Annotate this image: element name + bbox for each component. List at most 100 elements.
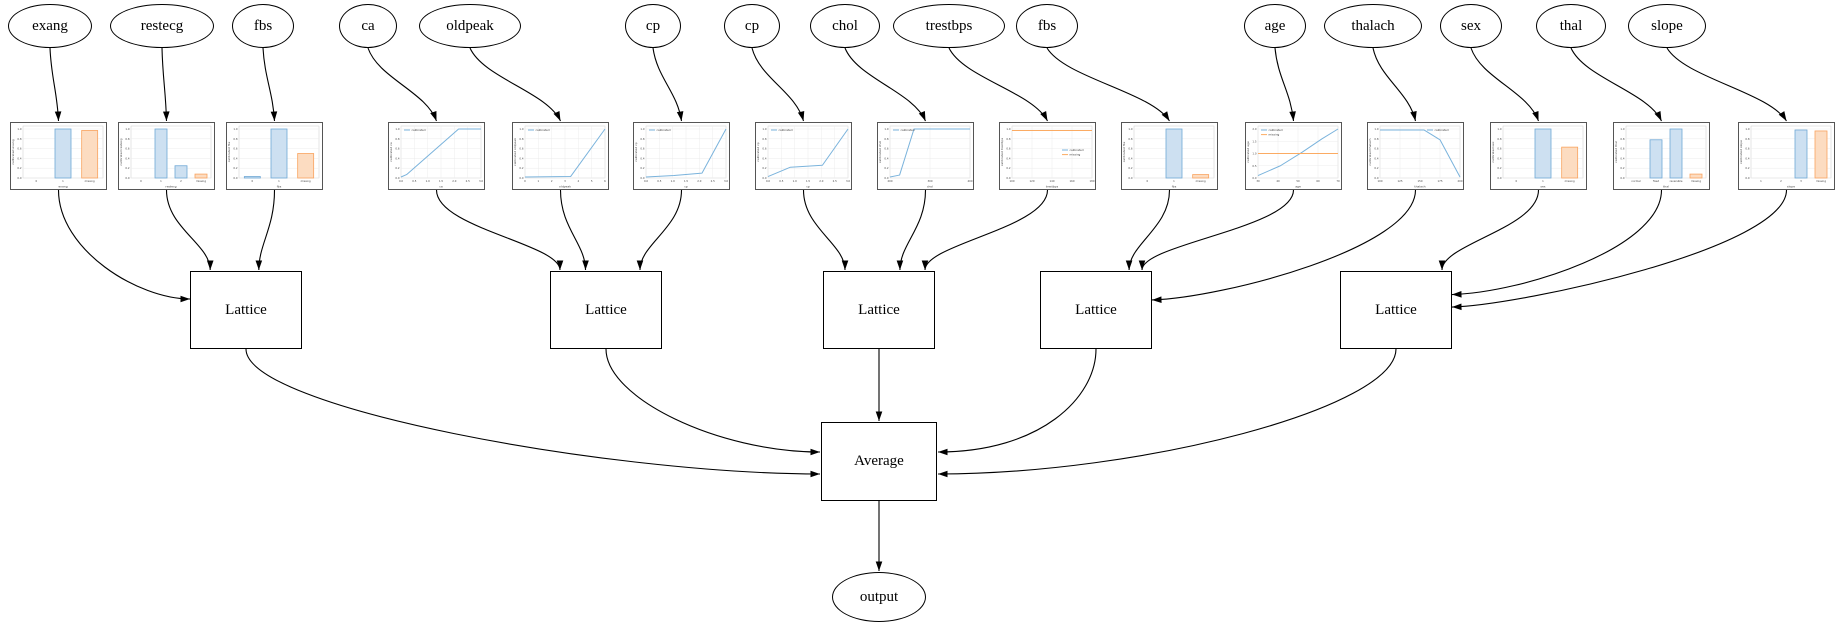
svg-text:0.8: 0.8 [519, 137, 523, 141]
svg-text:140: 140 [1050, 179, 1055, 183]
edge [559, 189, 587, 271]
feature-node-fbs-2: fbs [1016, 4, 1078, 48]
svg-text:6: 6 [604, 179, 606, 183]
svg-text:30: 30 [1256, 179, 1260, 183]
svg-text:0.2: 0.2 [762, 166, 766, 170]
svg-text:0.8: 0.8 [233, 137, 237, 141]
edge [937, 348, 1097, 453]
svg-text:calibrated: calibrated [412, 128, 426, 132]
svg-text:1.0: 1.0 [1745, 127, 1749, 131]
node-label: slope [1651, 17, 1683, 34]
feature-node-slope: slope [1628, 4, 1706, 48]
feature-node-cp-2: cp [724, 4, 780, 48]
svg-text:0.4: 0.4 [1006, 156, 1010, 160]
feature-node-oldpeak: oldpeak [419, 4, 521, 48]
svg-text:3.0: 3.0 [479, 179, 483, 183]
edge [161, 47, 168, 122]
svg-text:thal: thal [1663, 185, 1669, 189]
node-label: ca [361, 17, 375, 34]
svg-text:0.4: 0.4 [1374, 156, 1378, 160]
svg-text:1: 1 [1760, 179, 1762, 183]
svg-text:0.2: 0.2 [395, 166, 399, 170]
svg-text:1: 1 [1173, 179, 1175, 183]
arrowhead [54, 111, 62, 121]
arrowhead [918, 110, 926, 121]
svg-text:0.8: 0.8 [1128, 137, 1132, 141]
svg-text:0.8: 0.8 [1497, 137, 1501, 141]
arrowhead [556, 260, 564, 270]
svg-text:exang: exang [58, 185, 67, 189]
node-label: sex [1461, 17, 1481, 34]
svg-text:0.0: 0.0 [17, 176, 21, 180]
feature-node-exang: exang [8, 4, 92, 48]
svg-text:0.2: 0.2 [1620, 166, 1624, 170]
edge [751, 47, 805, 122]
svg-text:3.0: 3.0 [724, 179, 728, 183]
arrowhead [162, 111, 170, 121]
bar-restecg-1 [154, 128, 168, 179]
svg-text:0: 0 [252, 179, 254, 183]
node-label: Lattice [585, 301, 627, 318]
svg-text:0.0: 0.0 [762, 176, 766, 180]
svg-text:1.0: 1.0 [762, 127, 766, 131]
arrowhead [1410, 111, 1417, 121]
lattice-node-2: Lattice [550, 271, 662, 349]
arrowhead [797, 110, 805, 121]
svg-text:0.2: 0.2 [1006, 166, 1010, 170]
svg-text:200: 200 [1458, 179, 1463, 183]
svg-text:100: 100 [1010, 179, 1015, 183]
svg-text:0: 0 [36, 179, 38, 183]
svg-text:0.0: 0.0 [1745, 176, 1749, 180]
feature-node-age: age [1244, 4, 1306, 48]
svg-text:0.4: 0.4 [519, 156, 523, 160]
svg-text:0.2: 0.2 [233, 166, 237, 170]
arrowhead [1532, 110, 1539, 121]
svg-text:0.6: 0.6 [762, 147, 766, 151]
svg-text:0.0: 0.0 [1497, 176, 1501, 180]
node-label: fbs [1037, 17, 1057, 34]
arrowhead [553, 110, 561, 121]
svg-text:5: 5 [591, 179, 593, 183]
lattice-node-4: Lattice [1040, 271, 1152, 349]
svg-text:0.0: 0.0 [1006, 176, 1010, 180]
svg-text:0.8: 0.8 [1620, 137, 1624, 141]
svg-text:200: 200 [888, 179, 893, 183]
svg-text:missing: missing [1196, 179, 1206, 183]
svg-text:calibrated slope: calibrated slope [1739, 140, 1743, 164]
svg-text:reversible: reversible [1670, 179, 1683, 183]
svg-text:40: 40 [1276, 179, 1280, 183]
node-label: chol [832, 17, 858, 34]
svg-text:0.0: 0.0 [766, 179, 770, 183]
svg-text:0.2: 0.2 [884, 166, 888, 170]
svg-text:chol: chol [927, 185, 933, 189]
edge [1570, 47, 1662, 122]
edge [469, 47, 561, 122]
svg-text:1: 1 [62, 179, 64, 183]
edge [844, 47, 927, 122]
svg-text:missing: missing [1816, 179, 1826, 183]
lattice-node-3: Lattice [823, 271, 935, 349]
edge [924, 189, 1049, 271]
svg-text:calibrated exang: calibrated exang [11, 139, 15, 164]
node-label: cp [645, 17, 661, 34]
svg-text:calibrated oldpeak: calibrated oldpeak [513, 138, 517, 166]
svg-text:0: 0 [140, 179, 142, 183]
node-label: exang [32, 17, 68, 34]
svg-text:calibrated cp: calibrated cp [634, 142, 638, 162]
line-age-calibrated [1257, 128, 1339, 177]
svg-text:0.8: 0.8 [125, 137, 129, 141]
svg-text:0.6: 0.6 [17, 147, 21, 151]
svg-text:1.0: 1.0 [1497, 127, 1501, 131]
edge [948, 47, 1048, 122]
svg-text:0.0: 0.0 [884, 176, 888, 180]
